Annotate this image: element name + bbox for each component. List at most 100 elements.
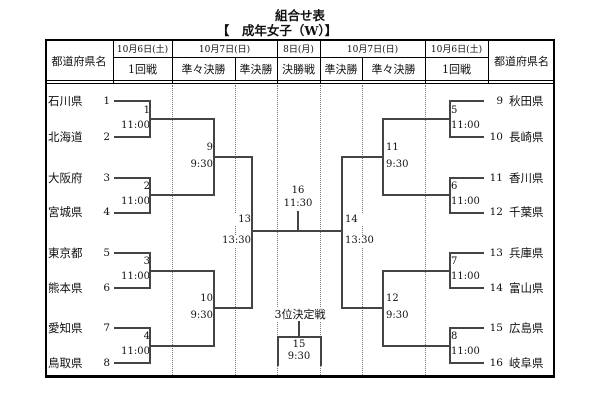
match-5-winner-line	[384, 118, 451, 120]
match-14-number: 14	[345, 214, 381, 226]
third-place-bracket	[277, 336, 322, 338]
table-frame	[45, 39, 555, 378]
match-6-number: 6	[451, 181, 487, 193]
match-7-winner-line	[384, 270, 451, 272]
right-team-name: 岐阜県	[509, 356, 544, 370]
left-team-seed: 5	[103, 247, 110, 259]
header-date-qf-sf-right: 10月7日(日)	[346, 44, 399, 55]
match-10-winner-line	[213, 307, 253, 309]
match-5-number: 5	[451, 105, 487, 117]
header-round-final: 決勝戦	[282, 62, 315, 76]
third-place-stub	[298, 321, 300, 337]
header-grid-line	[320, 39, 321, 83]
left-team-name: 愛知県	[48, 321, 83, 335]
left-team-seed: 1	[103, 95, 110, 107]
header-round-r1-left: 1回戦	[128, 62, 157, 76]
left-team-name: 鳥取県	[48, 356, 83, 370]
match-8-bracket	[449, 327, 484, 364]
right-team-seed: 13	[489, 247, 503, 259]
header-grid-line	[425, 39, 426, 83]
header-grid-line	[277, 39, 278, 83]
match-6-winner-line	[384, 194, 451, 196]
header-grid-line	[488, 39, 489, 83]
match-10-number: 10	[177, 293, 213, 305]
header-date-r1-right: 10月6日(土)	[430, 44, 483, 55]
left-team-seed: 8	[103, 357, 110, 369]
match-1-number: 1	[114, 105, 150, 117]
match-8-number: 8	[451, 331, 487, 343]
left-team-seed: 2	[103, 131, 110, 143]
match-6-bracket	[449, 177, 484, 214]
match-13-time: 13:30	[215, 235, 251, 247]
match-14-bracket	[341, 156, 343, 309]
match-11-number: 11	[386, 142, 422, 154]
match-9-number: 9	[177, 142, 213, 154]
match-13-number: 13	[215, 214, 251, 226]
right-team-name: 長崎県	[509, 130, 544, 144]
header-round-qf-left: 準々決勝	[181, 62, 226, 76]
left-team-name: 熊本県	[48, 281, 83, 295]
left-team-seed: 7	[103, 322, 110, 334]
match-4-time: 11:00	[114, 346, 150, 358]
column-separator	[172, 85, 173, 375]
match-3-bracket	[114, 252, 151, 289]
right-team-seed: 12	[489, 206, 503, 218]
header-bottom-rule	[45, 80, 555, 81]
header-bottom-rule	[45, 83, 555, 84]
event-title: 【 成年女子（W）】	[216, 23, 338, 38]
right-team-name: 香川県	[509, 171, 544, 185]
header-prefecture-right: 都道府県名	[494, 55, 549, 68]
match-5-time: 11:00	[451, 120, 487, 132]
match-11-time: 9:30	[386, 159, 422, 171]
match-7-time: 11:00	[451, 271, 487, 283]
third-place-bracket	[277, 336, 279, 366]
left-team-seed: 3	[103, 172, 110, 184]
match-13-bracket	[251, 156, 253, 309]
match-12-winner-line	[343, 307, 384, 309]
match-5-bracket	[449, 100, 484, 138]
match-14-time: 13:30	[345, 235, 381, 247]
column-separator	[425, 85, 426, 375]
match-8-time: 11:00	[451, 346, 487, 358]
match-1-time: 11:00	[114, 120, 150, 132]
match-15-time: 9:30	[281, 351, 317, 363]
header-round-sf-left: 準決勝	[239, 62, 273, 76]
right-team-seed: 15	[489, 322, 503, 334]
match-3-time: 11:00	[114, 271, 150, 283]
page-title: 組合せ表	[274, 8, 325, 23]
match-10-time: 9:30	[177, 310, 213, 322]
match-9-winner-line	[213, 156, 253, 158]
left-team-name: 宮城県	[48, 205, 83, 219]
match-11-winner-line	[343, 156, 384, 158]
match-1-winner-line	[149, 118, 215, 120]
header-grid-line	[172, 39, 173, 83]
header-round-sf-right: 準決勝	[324, 62, 358, 76]
right-team-seed: 9	[496, 95, 503, 107]
match-6-time: 11:00	[451, 196, 487, 208]
match-4-winner-line	[149, 345, 215, 347]
left-team-seed: 4	[103, 206, 110, 218]
header-grid-line	[113, 57, 488, 58]
match-12-time: 9:30	[386, 310, 422, 322]
match-8-winner-line	[384, 345, 451, 347]
match-4-number: 4	[114, 331, 150, 343]
match-9-time: 9:30	[177, 159, 213, 171]
right-team-name: 兵庫県	[509, 246, 544, 260]
right-team-name: 富山県	[509, 281, 544, 295]
header-date-final: 8日(月)	[283, 44, 314, 55]
header-prefecture-left: 都道府県名	[51, 55, 107, 68]
match-12-number: 12	[386, 293, 422, 305]
right-team-name: 秋田県	[509, 94, 544, 108]
match-3-number: 3	[114, 256, 150, 268]
match-2-winner-line	[149, 194, 215, 196]
header-grid-line	[235, 57, 236, 81]
left-team-seed: 6	[103, 282, 110, 294]
match-2-bracket	[114, 177, 151, 214]
match-7-number: 7	[451, 256, 487, 268]
header-date-qf-sf-left: 10月7日(日)	[198, 44, 251, 55]
left-team-name: 東京都	[48, 246, 83, 260]
third-place-bracket	[320, 336, 322, 366]
left-team-name: 北海道	[48, 130, 83, 144]
match-15-number: 15	[281, 339, 317, 351]
